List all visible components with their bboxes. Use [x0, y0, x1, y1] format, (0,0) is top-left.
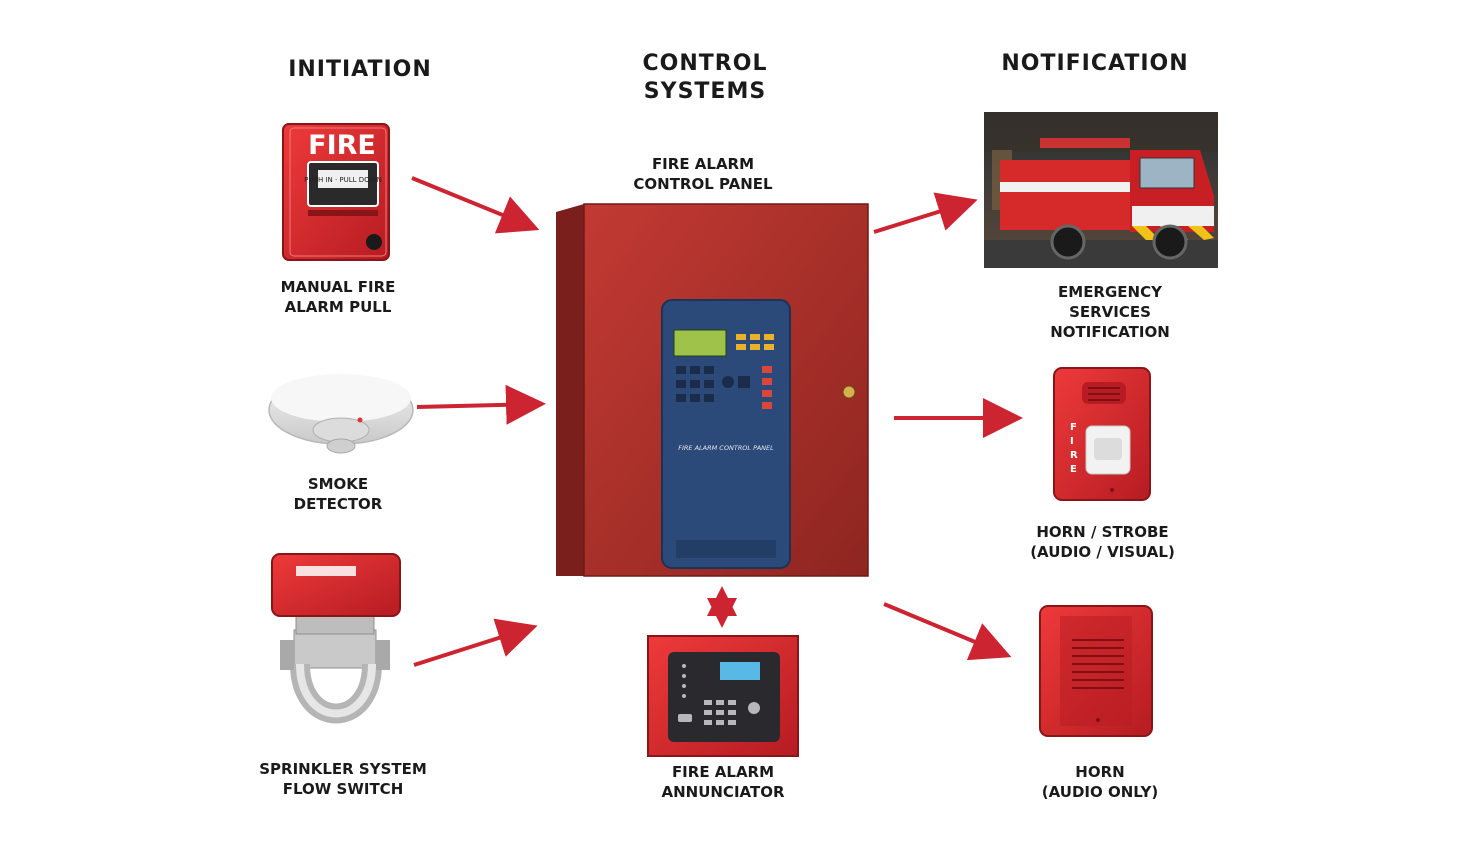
label-manual-pull: MANUAL FIRE ALARM PULL: [280, 278, 396, 316]
horn-strobe-image: F I R E: [1053, 367, 1151, 501]
label-annunciator: FIRE ALARM ANNUNCIATOR: [661, 763, 785, 801]
arrow-smoke-to-panel: [416, 384, 546, 425]
horn-image: [1039, 605, 1153, 737]
label-horn-strobe: HORN / STROBE (AUDIO / VISUAL): [1030, 523, 1175, 561]
fire-alarm-control-panel-image: FIRE ALARM CONTROL PANEL: [556, 203, 869, 577]
svg-text:R: R: [1070, 450, 1078, 461]
smoke-detector-image: [268, 374, 414, 454]
heading-notification: NOTIFICATION: [1001, 51, 1189, 76]
heading-control-systems: CONTROL SYSTEMS: [642, 51, 768, 104]
arrow-sprinkler-to-panel: [413, 618, 538, 667]
strobe-fire-text: F: [1070, 422, 1077, 433]
arrow-panel-to-emergency: [873, 192, 978, 234]
fire-truck-image: [984, 112, 1218, 268]
label-emergency-services: EMERGENCY SERVICES NOTIFICATION: [1050, 283, 1170, 341]
svg-text:E: E: [1070, 464, 1077, 475]
fire-alarm-annunciator-image: [647, 635, 799, 757]
arrow-panel-to-horn: [883, 602, 1012, 661]
pull-handle-text: PUSH IN · PULL DOWN: [304, 176, 382, 184]
panel-face-text: FIRE ALARM CONTROL PANEL: [678, 444, 774, 452]
pull-station-fire-text: FIRE: [308, 130, 376, 161]
arrow-pull-to-panel: [411, 176, 540, 234]
label-sprinkler-switch: SPRINKLER SYSTEM FLOW SWITCH: [259, 760, 427, 798]
label-control-panel: FIRE ALARM CONTROL PANEL: [633, 155, 773, 193]
label-smoke-detector: SMOKE DETECTOR: [293, 475, 383, 513]
sprinkler-flow-switch-image: [271, 553, 401, 724]
label-horn: HORN (AUDIO ONLY): [1041, 763, 1159, 801]
svg-text:I: I: [1070, 436, 1074, 447]
heading-initiation: INITIATION: [288, 57, 432, 82]
manual-pull-station-image: FIRE PUSH IN · PULL DOWN: [282, 123, 390, 261]
